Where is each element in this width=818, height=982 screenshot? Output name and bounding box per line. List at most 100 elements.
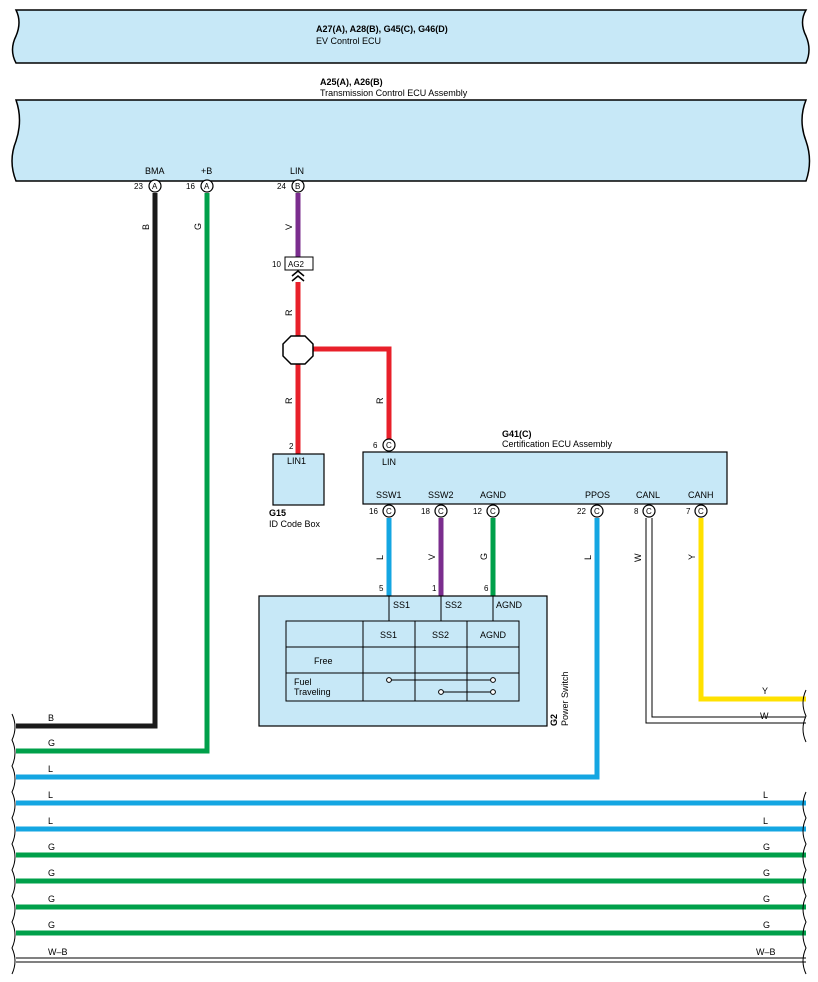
wire-label-lin-r3: R xyxy=(375,397,385,404)
g15-pin-num: 2 xyxy=(289,442,294,451)
bus-label-right: G xyxy=(763,920,770,930)
g41-pin-canh: CANH 7 C xyxy=(686,490,714,518)
wire-label-canl-right: W xyxy=(760,711,769,721)
bus-label-left: L xyxy=(48,790,53,800)
wire-lin-red-branch xyxy=(298,346,392,440)
wire-label-canl: W xyxy=(633,553,643,562)
tcu-pin-bma: 23 A xyxy=(134,179,162,193)
g2-table-header-agnd: AGND xyxy=(480,630,507,640)
g15-id-code-box: LIN1 2 G15 ID Code Box xyxy=(269,442,325,529)
tcu-pin-bma-conn: A xyxy=(152,182,158,191)
g2-table-header-ss2: SS2 xyxy=(432,630,449,640)
g41-name: Certification ECU Assembly xyxy=(502,439,613,449)
wire-label-lin-v: V xyxy=(284,224,294,230)
g2-pin-ss2-num: 1 xyxy=(432,584,437,593)
tcu-pin-lin-conn: B xyxy=(295,182,300,191)
g41-pin-ssw1-num: 16 xyxy=(369,507,378,516)
wire-canh xyxy=(698,518,806,702)
transmission-control-ecu: A25(A), A26(B) Transmission Control ECU … xyxy=(11,77,811,182)
left-break-edge xyxy=(11,713,16,975)
wire-ppos xyxy=(16,518,600,780)
g15-pin-label: LIN1 xyxy=(287,456,306,466)
tcu-pin-plusb-label: +B xyxy=(201,166,212,176)
g41-pin-ssw1-conn: C xyxy=(386,507,392,516)
g41-lin-num: 6 xyxy=(373,441,378,450)
g41-pin-ssw2-conn: C xyxy=(438,507,444,516)
wire-bma xyxy=(16,193,158,729)
g41-pin-ssw2-label: SSW2 xyxy=(428,490,454,500)
bus-label-left: W–B xyxy=(48,947,68,957)
wire-label-ssw2: V xyxy=(427,554,437,560)
g41-pin-canh-num: 7 xyxy=(686,507,691,516)
wire-label-plusb: G xyxy=(193,223,203,230)
ev-ecu-code: A27(A), A28(B), G45(C), G46(D) xyxy=(316,24,448,34)
wire-canl xyxy=(645,518,806,724)
g2-name: Power Switch xyxy=(560,671,570,726)
bus-label-right: G xyxy=(763,894,770,904)
g15-name: ID Code Box xyxy=(269,519,321,529)
g2-table-row-free: Free xyxy=(314,656,333,666)
g41-pin-canh-conn: C xyxy=(698,507,704,516)
bus-label-left: G xyxy=(48,842,55,852)
bus-label-left: L xyxy=(48,816,53,826)
g41-pin-ssw1: SSW1 16 C xyxy=(369,490,402,518)
bus-label-left: G xyxy=(48,894,55,904)
wire-label-ppos: L xyxy=(583,555,593,560)
tcu-pin-plusb: 16 A xyxy=(186,179,214,193)
g15-code: G15 xyxy=(269,508,286,518)
bus-label-left: B xyxy=(48,713,54,723)
g41-pin-ppos: PPOS 22 C xyxy=(577,490,610,518)
g41-lin-label: LIN xyxy=(382,457,396,467)
g2-pin-agnd-label: AGND xyxy=(496,600,523,610)
bus-label-right: G xyxy=(763,868,770,878)
tcu-pin-bma-num: 23 xyxy=(134,182,143,191)
bus-label-right: G xyxy=(763,842,770,852)
g41-pin-ssw1-label: SSW1 xyxy=(376,490,402,500)
g41-pin-canh-label: CANH xyxy=(688,490,714,500)
tcu-pin-lin-label: LIN xyxy=(290,166,304,176)
g2-pin-ss1-num: 5 xyxy=(379,584,384,593)
g2-table-header-ss1: SS1 xyxy=(380,630,397,640)
g41-pin-ppos-num: 22 xyxy=(577,507,586,516)
g41-pin-agnd-conn: C xyxy=(490,507,496,516)
g2-table-row-fuel-line: Fuel xyxy=(294,677,312,687)
g41-pin-canl-conn: C xyxy=(646,507,652,516)
tcu-pin-plusb-num: 16 xyxy=(186,182,195,191)
g41-pin-ppos-label: PPOS xyxy=(585,490,610,500)
g2-pin-ss1-label: SS1 xyxy=(393,600,410,610)
splice-point xyxy=(282,335,314,365)
ev-ecu-name: EV Control ECU xyxy=(316,36,381,46)
bus-label-right: W–B xyxy=(756,947,776,957)
wire-label-bma: B xyxy=(141,224,151,230)
g41-pin-agnd-num: 12 xyxy=(473,507,482,516)
tcu-name: Transmission Control ECU Assembly xyxy=(320,88,468,98)
ag2-connector: AG2 10 xyxy=(272,256,314,282)
bus-label-left: L xyxy=(48,764,53,774)
tcu-pin-bma-label: BMA xyxy=(145,166,165,176)
g41-pin-canl-num: 8 xyxy=(634,507,639,516)
g2-pin-ss2-label: SS2 xyxy=(445,600,462,610)
wire-label-ssw1: L xyxy=(375,555,385,560)
g41-pin-canl: CANL 8 C xyxy=(634,490,660,518)
bus-label-left: G xyxy=(48,738,55,748)
g41-pin-ssw2: SSW2 18 C xyxy=(421,490,454,518)
tcu-pin-lin: 24 B xyxy=(277,179,305,193)
tcu-pin-plusb-conn: A xyxy=(204,182,210,191)
tcu-code: A25(A), A26(B) xyxy=(320,77,383,87)
ev-control-ecu: A27(A), A28(B), G45(C), G46(D) EV Contro… xyxy=(11,9,810,64)
ag2-label: AG2 xyxy=(288,260,305,269)
tcu-pin-lin-num: 24 xyxy=(277,182,286,191)
g41-pin-ppos-conn: C xyxy=(594,507,600,516)
wire-label-canh-right: Y xyxy=(762,686,768,696)
right-break-edge xyxy=(802,689,807,743)
wire-label-lin-r1: R xyxy=(284,309,294,316)
g41-code: G41(C) xyxy=(502,429,532,439)
wire-label-agnd: G xyxy=(479,553,489,560)
wire-label-lin-r2: R xyxy=(284,397,294,404)
g41-pin-agnd-label: AGND xyxy=(480,490,507,500)
bus-label-left: G xyxy=(48,868,55,878)
bus-label-right: L xyxy=(763,790,768,800)
bus-label-left: G xyxy=(48,920,55,930)
